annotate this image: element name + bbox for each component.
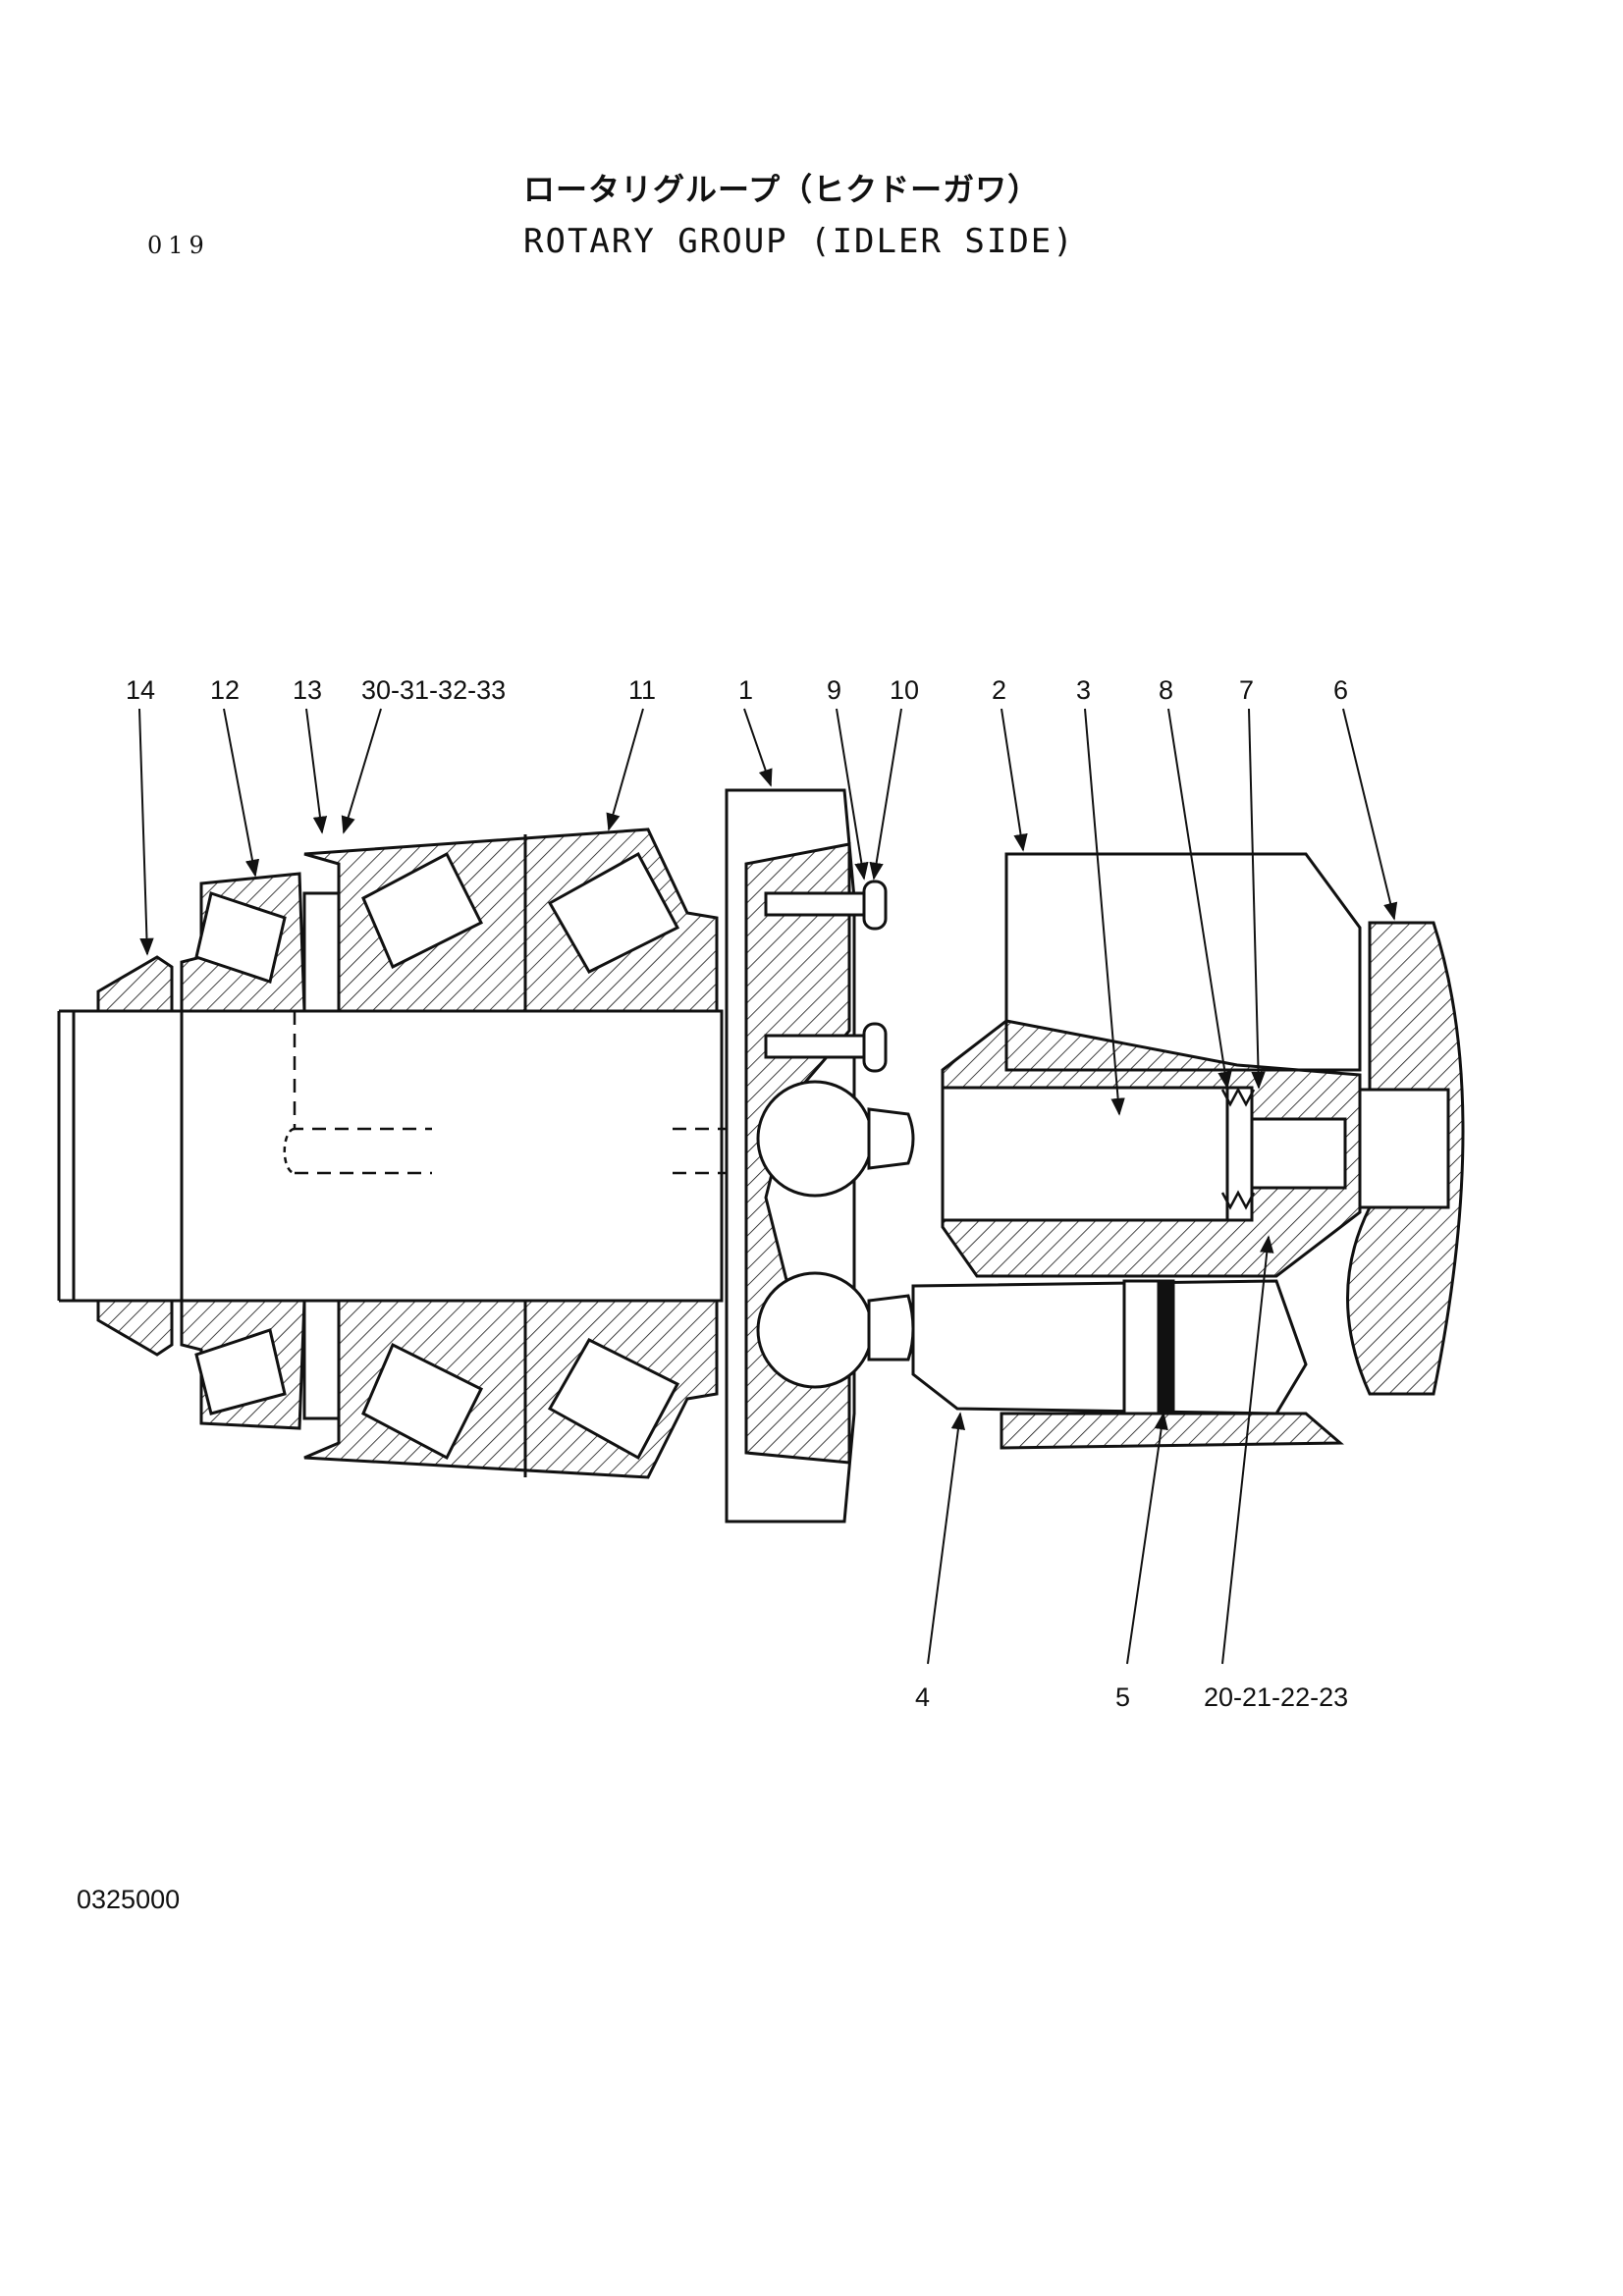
leader-6 [1342,708,1398,921]
callout-8: 8 [1159,675,1173,705]
leader-10 [869,708,902,881]
leader-13 [305,708,328,834]
callout-2: 2 [992,675,1006,705]
callout-1: 1 [738,675,753,705]
drive-shaft [72,1009,724,1303]
leader-12 [223,708,260,878]
piston-ball-upper [756,1080,874,1198]
piston-ball-lower [756,1271,874,1389]
leader-14 [138,708,154,956]
leader-1 [743,708,773,787]
callout-30-31-32-33: 30-31-32-33 [361,675,506,705]
leader-9 [836,708,869,881]
leader-30 [341,708,382,834]
leader-20 [1221,1235,1274,1665]
callout-13: 13 [293,675,322,705]
leader-8 [1167,708,1232,1090]
page-number: 019 [147,232,210,259]
callout-10: 10 [890,675,919,705]
drawing-title: ROTARY GROUP (IDLER SIDE) [523,222,1075,261]
leader-2 [1001,708,1028,852]
leader-3 [1084,708,1125,1116]
callout-12: 12 [210,675,240,705]
callout-7: 7 [1239,675,1254,705]
callout-14: 14 [126,675,155,705]
callout-20-21-22-23: 20-21-22-23 [1204,1682,1348,1712]
callout-6: 6 [1333,675,1348,705]
callout-3: 3 [1076,675,1091,705]
leader-5 [1126,1412,1168,1665]
piston-bore [941,1086,1244,1222]
leader-7 [1248,708,1266,1090]
leader-11 [606,708,644,831]
callout-5: 5 [1115,1682,1130,1712]
callout-4: 4 [915,1682,930,1712]
leader-4 [927,1412,966,1665]
drawing-title-japanese: ロータリグループ（ヒクドーガワ） [523,171,1041,208]
document-code: 0325000 [77,1885,181,1914]
callout-11: 11 [628,675,656,705]
callout-9: 9 [827,675,841,705]
